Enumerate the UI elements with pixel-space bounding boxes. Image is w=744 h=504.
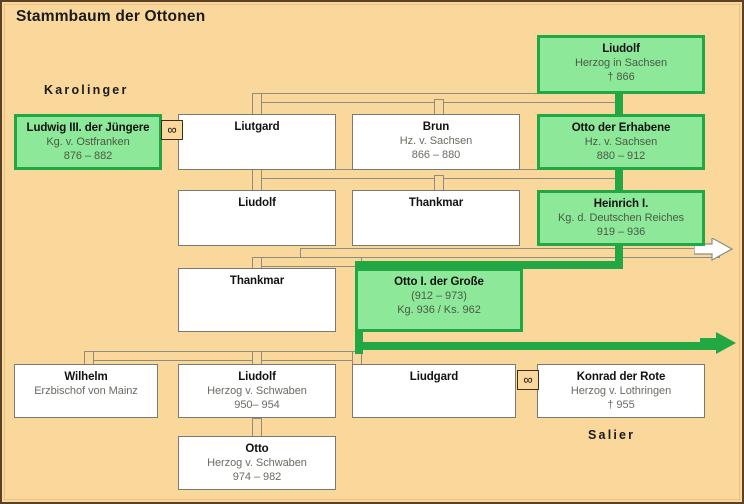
node-name: Heinrich I. xyxy=(593,198,649,210)
connector-row5-bar xyxy=(84,351,362,361)
connector-row2-stub-liutgard xyxy=(252,93,262,115)
node-otto-der-erhabene[interactable]: Otto der Erhabene Hz. v. Sachsen 880 – 9… xyxy=(537,114,705,170)
node-line2: Hz. v. Sachsen xyxy=(584,136,658,148)
node-otto-i[interactable]: Otto I. der Große (912 – 973) Kg. 936 / … xyxy=(355,268,523,332)
marriage-symbol-liudgard-konrad: ∞ xyxy=(517,370,539,390)
node-name: Thankmar xyxy=(408,197,464,209)
node-line2: Kg. v. Ostfranken xyxy=(46,136,130,148)
marriage-glyph: ∞ xyxy=(523,371,533,387)
node-line2: Herzog v. Schwaben xyxy=(207,385,307,397)
node-line2: Erzbischof von Mainz xyxy=(34,385,138,397)
node-line3: † 866 xyxy=(607,71,635,83)
node-line2: (912 – 973) xyxy=(411,290,467,302)
node-name: Wilhelm xyxy=(64,371,108,383)
node-line3: Kg. 936 / Ks. 962 xyxy=(397,304,481,316)
connector-main-green-line xyxy=(355,342,720,350)
node-liudolf-2[interactable]: Liudolf xyxy=(178,190,336,246)
node-line3: 866 – 880 xyxy=(411,149,461,161)
green-arrow-right xyxy=(700,332,736,354)
marriage-symbol-ludwig-liutgard: ∞ xyxy=(161,120,183,140)
page-title: Stammbaum der Ottonen xyxy=(16,8,206,25)
node-line3: † 955 xyxy=(607,399,635,411)
white-arrow-right xyxy=(694,238,734,262)
node-liudgard[interactable]: Liudgard xyxy=(352,364,516,418)
node-heinrich-i[interactable]: Heinrich I. Kg. d. Deutschen Reiches 919… xyxy=(537,190,705,246)
connector-heinrich-right-line xyxy=(300,248,720,258)
connector-heinrich-down xyxy=(615,246,623,268)
connector-row3-stub-liudolf xyxy=(252,169,262,191)
node-wilhelm[interactable]: Wilhelm Erzbischof von Mainz xyxy=(14,364,158,418)
node-name: Liudolf xyxy=(238,371,276,383)
node-brun[interactable]: Brun Hz. v. Sachsen 866 – 880 xyxy=(352,114,520,170)
node-line2: Herzog in Sachsen xyxy=(574,57,668,69)
node-liutgard[interactable]: Liutgard xyxy=(178,114,336,170)
node-thankmar-1[interactable]: Thankmar xyxy=(352,190,520,246)
connector-row4-green-bar xyxy=(355,261,623,269)
node-ludwig-iii[interactable]: Ludwig III. der Jüngere Kg. v. Ostfranke… xyxy=(14,114,162,170)
node-name: Liudolf xyxy=(602,43,640,55)
node-konrad-der-rote[interactable]: Konrad der Rote Herzog v. Lothringen † 9… xyxy=(537,364,705,418)
node-name: Otto der Erhabene xyxy=(571,122,671,134)
node-name: Liudgard xyxy=(409,371,459,383)
node-line3: 880 – 912 xyxy=(596,150,646,162)
node-name: Ludwig III. der Jüngere xyxy=(26,122,150,134)
node-line3: 919 – 936 xyxy=(596,226,646,238)
node-name: Konrad der Rote xyxy=(576,371,666,383)
node-liudolf-sachsen[interactable]: Liudolf Herzog in Sachsen † 866 xyxy=(537,35,705,94)
node-line3: 950– 954 xyxy=(234,399,280,411)
dynasty-label-karolinger: Karolinger xyxy=(44,83,129,97)
node-thankmar-2[interactable]: Thankmar xyxy=(178,268,336,332)
node-name: Brun xyxy=(422,121,450,133)
node-name: Otto xyxy=(245,443,269,455)
node-name: Thankmar xyxy=(229,275,285,287)
node-line2: Herzog v. Schwaben xyxy=(207,457,307,469)
node-line3: 974 – 982 xyxy=(232,471,282,483)
node-name: Liutgard xyxy=(234,121,280,133)
dynasty-label-salier: Salier xyxy=(588,428,636,442)
node-name: Liudolf xyxy=(238,197,276,209)
node-line2: Herzog v. Lothringen xyxy=(570,385,672,397)
node-liudolf-schwaben[interactable]: Liudolf Herzog v. Schwaben 950– 954 xyxy=(178,364,336,418)
connector-row4-bar xyxy=(252,257,362,267)
connector-otto-erhabene-down xyxy=(615,170,623,192)
connector-liudolf-down xyxy=(615,94,623,116)
marriage-glyph: ∞ xyxy=(167,121,177,137)
node-line3: 876 – 882 xyxy=(63,150,113,162)
node-name: Otto I. der Große xyxy=(394,276,484,288)
node-line2: Hz. v. Sachsen xyxy=(399,135,473,147)
node-line2: Kg. d. Deutschen Reiches xyxy=(558,212,684,224)
node-otto-schwaben[interactable]: Otto Herzog v. Schwaben 974 – 982 xyxy=(178,436,336,490)
